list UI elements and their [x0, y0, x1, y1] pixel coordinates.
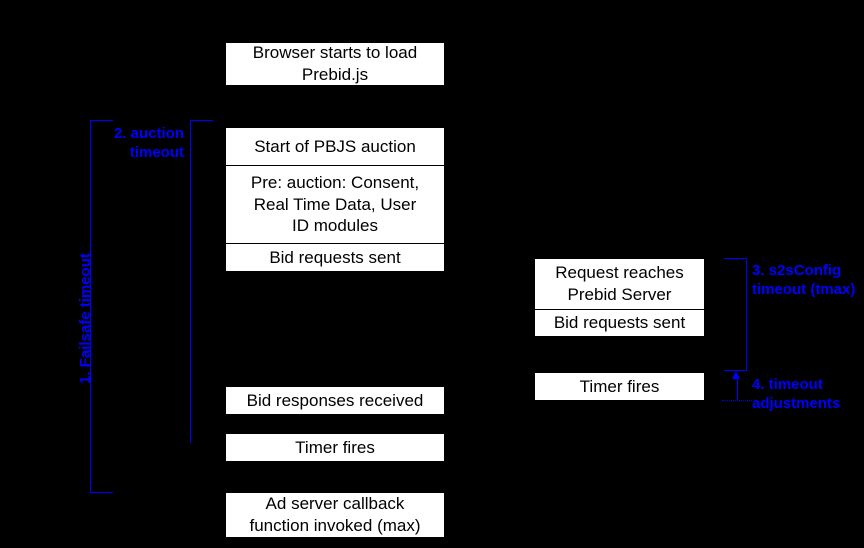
process-box-request-reaches-server-label: Request reaches Prebid Server: [555, 263, 684, 304]
process-box-ad-server-callback: Ad server callback function invoked (max…: [225, 492, 445, 538]
process-box-bid-requests-sent-server-label: Bid requests sent: [553, 313, 686, 333]
failsafe-bracket-spine: [90, 120, 91, 492]
process-box-ad-server-callback-label: Ad server callback function invoked (max…: [249, 494, 421, 535]
process-box-auction-start-label: Start of PBJS auction: [254, 136, 416, 156]
auction-timeout-bracket-spine: [190, 120, 191, 443]
timeout-adjustments-baseline: [722, 400, 752, 401]
s2s-bracket-spine: [746, 258, 747, 370]
s2s-bracket-top-tick: [724, 258, 747, 259]
process-box-timer-fires-client: Timer fires: [225, 433, 445, 462]
process-box-browser-load-label: Browser starts to load Prebid.js: [252, 43, 418, 84]
annotation-failsafe-timeout: 1. Failsafe timeout: [77, 253, 94, 384]
annotation-timeout-adjustments: 4. timeout adjustments: [752, 376, 841, 412]
process-box-request-reaches-server: Request reaches Prebid Server: [534, 258, 705, 310]
process-box-timer-fires-server: Timer fires: [534, 372, 705, 401]
process-box-browser-load: Browser starts to load Prebid.js: [225, 42, 445, 86]
process-box-bid-requests-sent-server: Bid requests sent: [534, 309, 705, 337]
failsafe-bracket-top-tick: [90, 120, 113, 121]
process-box-auction-start: Start of PBJS auction: [225, 127, 445, 166]
process-box-bid-requests-sent: Bid requests sent: [225, 243, 445, 272]
process-box-bid-responses-received-label: Bid responses received: [246, 390, 424, 410]
process-box-pre-auction-label: Pre: auction: Consent, Real Time Data, U…: [250, 172, 420, 236]
annotation-s2s-config-timeout: 3. s2sConfig timeout (tmax): [752, 262, 856, 298]
auction-timeout-bracket-top-tick: [190, 120, 213, 121]
s2s-bracket-bottom-tick: [724, 370, 747, 371]
process-box-bid-requests-sent-label: Bid requests sent: [269, 247, 401, 267]
timeout-adjustments-arrow-shaft: [737, 377, 738, 400]
process-box-bid-responses-received: Bid responses received: [225, 386, 445, 415]
process-box-timer-fires-server-label: Timer fires: [579, 376, 660, 396]
process-box-pre-auction: Pre: auction: Consent, Real Time Data, U…: [225, 165, 445, 244]
timeout-adjustments-arrow-head: [732, 371, 740, 379]
failsafe-bracket-bottom-tick: [90, 492, 113, 493]
process-box-timer-fires-client-label: Timer fires: [295, 437, 375, 457]
annotation-auction-timeout: 2. auction timeout: [113, 125, 184, 161]
